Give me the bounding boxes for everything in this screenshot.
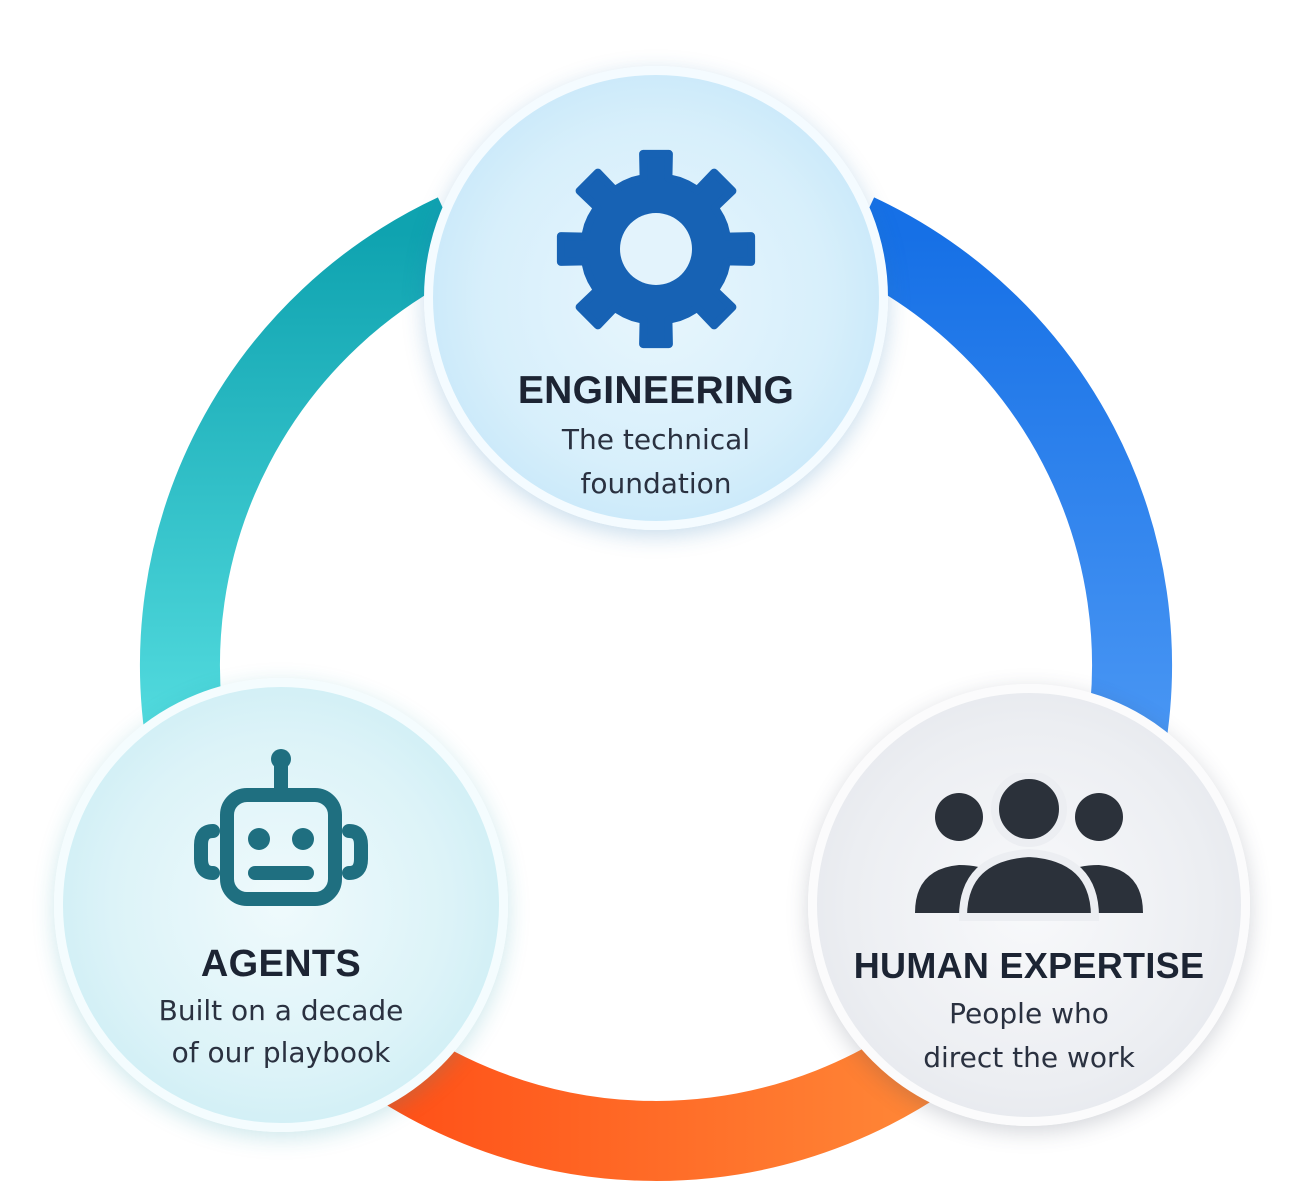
human-expertise-subtitle-line1: People who (949, 997, 1109, 1030)
agents-subtitle-line1: Built on a decade (158, 994, 404, 1027)
engineering-node: ENGINEERING The technical foundation (424, 66, 888, 530)
people-icon (911, 771, 1147, 923)
ring-arc-left (139, 197, 472, 755)
engineering-subtitle-line1: The technical (561, 423, 751, 456)
gear-hole (620, 213, 692, 285)
agents-title: AGENTS (200, 943, 362, 985)
human-expertise-subtitle-line2: direct the work (923, 1041, 1135, 1074)
agents-node: AGENTS Built on a decade of our playbook (54, 678, 508, 1132)
human-expertise-node: HUMAN EXPERTISE People who direct the wo… (808, 684, 1250, 1126)
gear-icon (556, 149, 756, 349)
agents-subtitle-line2: of our playbook (171, 1036, 391, 1069)
engineering-subtitle-line2: foundation (580, 467, 732, 500)
human-expertise-title: HUMAN EXPERTISE (853, 945, 1205, 986)
engineering-title: ENGINEERING (517, 369, 795, 412)
robot-icon (191, 749, 371, 919)
ring-arc-right (840, 197, 1173, 755)
